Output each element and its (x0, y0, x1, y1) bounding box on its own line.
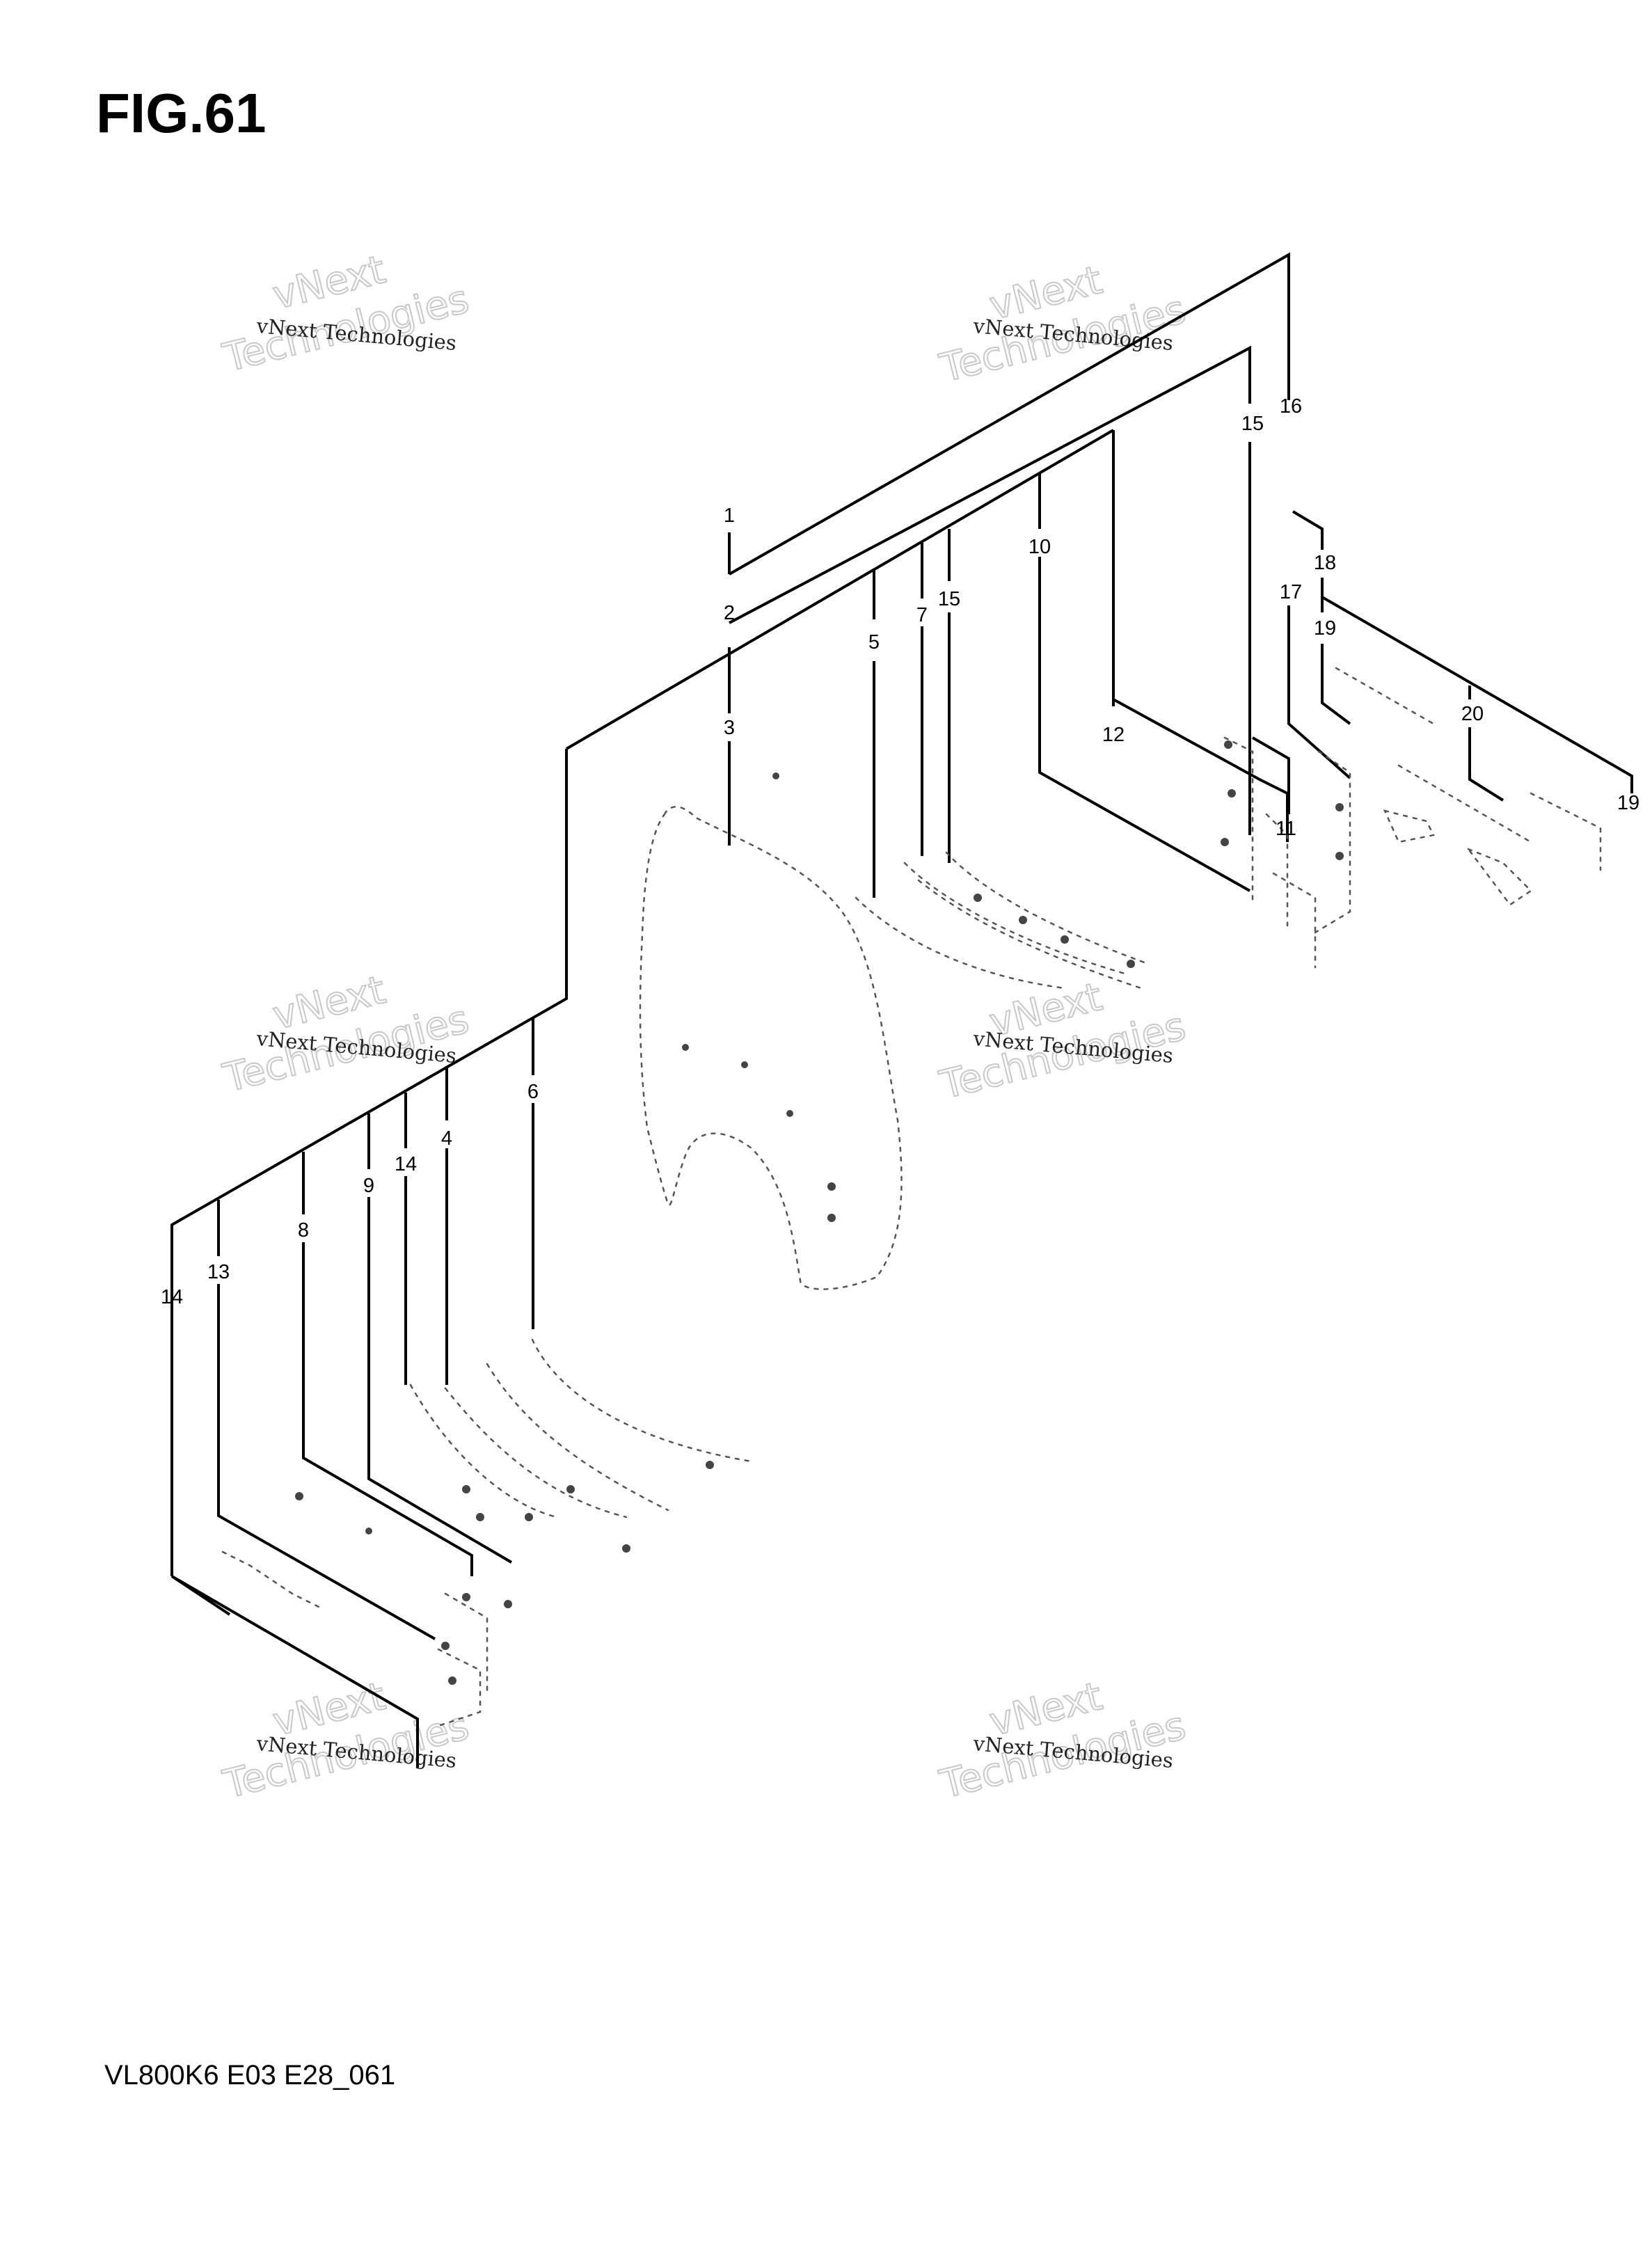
callout-label: 18 (1314, 552, 1336, 574)
figure-title: FIG.61 (96, 82, 267, 144)
callout-label: 10 (1028, 536, 1051, 558)
callout-label: 11 (1276, 818, 1296, 840)
leader-line-11 (1252, 736, 1290, 814)
callout-label: 19 (1314, 617, 1336, 640)
windscreen-part (639, 806, 903, 1290)
bolt (365, 1528, 372, 1535)
bracket-left-c (221, 1551, 321, 1609)
leader-line-10-lower (1038, 557, 1250, 892)
callout-label: 1 (724, 505, 735, 527)
watermark: vNext Technologies (935, 1673, 1191, 1809)
callout-label: 4 (441, 1127, 452, 1150)
parts (221, 667, 1602, 1727)
watermark: vNext Technologies (218, 246, 474, 382)
watermark: vNext Technologies (218, 967, 474, 1102)
bolt (462, 1485, 470, 1493)
bolt (1335, 852, 1344, 860)
trim-strip-upper-a (855, 896, 1066, 990)
bolt (441, 1642, 450, 1650)
leader-line-20-lower (1468, 727, 1504, 802)
leader-line-left-bottom (170, 1575, 419, 1768)
leader-line-18 (1292, 510, 1324, 550)
bolt (1228, 789, 1236, 798)
callout-label: 8 (298, 1219, 309, 1242)
bolt (1221, 838, 1229, 846)
watermark: vNext Technologies (935, 257, 1191, 392)
callout-label: 12 (1102, 724, 1125, 746)
callout-label: 14 (161, 1286, 183, 1308)
bolt (622, 1544, 630, 1553)
mount-clip-right (1383, 809, 1435, 843)
callout-label: 6 (527, 1081, 539, 1103)
mount-plate-right (1335, 667, 1602, 871)
leader-line-12-lower (1113, 698, 1289, 842)
trim-strip-upper-b (903, 862, 1129, 976)
bolt (566, 1485, 575, 1493)
callout-label: 20 (1461, 703, 1484, 725)
bolt (682, 1044, 689, 1051)
bolt (295, 1492, 303, 1500)
bolt (827, 1182, 836, 1191)
trim-strip-lower-b (486, 1363, 669, 1512)
callout-label: 14 (395, 1153, 417, 1175)
callout-label: 13 (207, 1261, 230, 1283)
bolt (504, 1600, 512, 1608)
callout-label: 7 (916, 604, 928, 626)
callout-label: 19 (1617, 792, 1639, 814)
trim-strip-lower-c (444, 1387, 628, 1518)
bolt (1127, 960, 1135, 968)
leader-line-8-lower (302, 1242, 473, 1576)
bracket-left-b (437, 1648, 482, 1727)
bracket-right-b (1272, 872, 1317, 969)
bolt (772, 772, 779, 779)
bolt (1335, 803, 1344, 811)
leader-line-14-wedge (170, 1575, 231, 1616)
callout-label: 9 (363, 1175, 374, 1197)
bracket-right-c (1314, 750, 1351, 934)
bolt (476, 1513, 484, 1521)
bolt (1224, 740, 1232, 749)
trim-strip-upper-d (917, 879, 1143, 990)
leader-line-main (565, 429, 1115, 750)
bolt (525, 1513, 533, 1521)
bracket-left-a (444, 1592, 489, 1692)
leader-lines (170, 252, 1633, 1768)
callout-label: 17 (1280, 581, 1302, 603)
bracket-right-a (1223, 736, 1289, 927)
trim-strip-lower-a (531, 1338, 753, 1463)
callout-label: 15 (1241, 413, 1264, 435)
leader-line-19-right (1321, 596, 1633, 793)
callout-label: 16 (1280, 395, 1302, 418)
leader-line-19-lower (1321, 644, 1351, 725)
bolt (741, 1061, 748, 1068)
trim-strip-upper-c (945, 851, 1150, 965)
bolt (462, 1593, 470, 1601)
bolt (827, 1214, 836, 1222)
bolt (448, 1676, 456, 1685)
trim-strip-lower-d (409, 1383, 558, 1518)
watermark: vNext Technologies (218, 1673, 474, 1809)
leader-line-15 (729, 345, 1251, 624)
bolt (1019, 916, 1027, 924)
callout-label: 2 (724, 602, 735, 624)
bolt (974, 894, 982, 902)
callout-label: 15 (938, 588, 960, 610)
bolt (1061, 935, 1069, 944)
callout-label: 3 (724, 717, 735, 739)
bolt (786, 1110, 793, 1117)
bolt (706, 1461, 714, 1469)
leader-line-13-lower (217, 1284, 436, 1640)
callout-labels: 1 2 3 5 7 15 10 12 15 16 18 17 19 20 19 … (161, 395, 1639, 1308)
figure-footer-code: VL800K6 E03 E28_061 (104, 2060, 395, 2091)
leader-line-9-lower (367, 1197, 513, 1564)
callout-label: 5 (868, 631, 880, 653)
watermark: vNext Technologies (935, 974, 1191, 1109)
mount-clip-right-b (1466, 847, 1532, 906)
leader-line-16 (729, 252, 1290, 576)
